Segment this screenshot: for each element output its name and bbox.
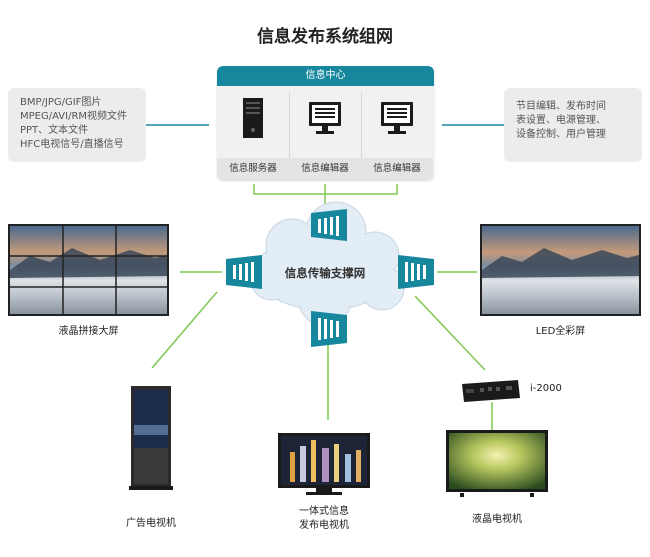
all-in-one-tv-label: 一体式信息 发布电视机 — [268, 505, 380, 533]
network-cloud-label: 信息传输支撑网 — [284, 266, 366, 280]
management-functions-box: 节目编辑、发布时间 表设置、电源管理、 设备控制、用户管理 — [504, 88, 642, 162]
source-format-line: HFC电视信号/直播信号 — [20, 139, 124, 150]
source-format-line: BMP/JPG/GIF图片 — [20, 97, 102, 108]
video-wall-screen — [8, 224, 169, 316]
monitor-icon — [309, 102, 341, 134]
info-center-panel: 信息中心 信息服务器 信息编辑器 — [217, 66, 434, 180]
page-title: 信息发布系统组网 — [257, 27, 393, 47]
transmitter-icon-bottom — [311, 311, 347, 347]
function-line: 表设置、电源管理、 — [516, 115, 606, 126]
function-line: 节目编辑、发布时间 — [516, 101, 606, 112]
transmitter-icon-left — [226, 255, 262, 289]
info-server-label: 信息服务器 — [217, 158, 289, 180]
video-wall-label: 液晶拼接大屏 — [58, 326, 119, 337]
all-in-one-tv-label-line2: 发布电视机 — [299, 520, 349, 531]
source-format-line: PPT、文本文件 — [20, 125, 89, 136]
info-editor: 信息编辑器 — [361, 86, 433, 180]
ad-kiosk-label: 广告电视机 — [126, 518, 176, 529]
transmitter-icon-right — [398, 255, 434, 289]
source-formats-box: BMP/JPG/GIF图片 MPEG/AVI/RM视频文件 PPT、文本文件 H… — [8, 88, 146, 162]
all-in-one-tv-label-line1: 一体式信息 — [299, 506, 349, 517]
function-line: 设备控制、用户管理 — [516, 129, 606, 140]
server-icon — [243, 98, 263, 138]
info-editor-label: 信息编辑器 — [289, 158, 361, 180]
media-player-label: i-2000 — [530, 383, 562, 394]
transmitter-icon-top — [311, 209, 347, 241]
info-center-header: 信息中心 — [217, 66, 434, 86]
led-screen-label: LED全彩屏 — [535, 326, 586, 337]
led-screen — [480, 224, 641, 316]
info-editor-label: 信息编辑器 — [361, 158, 433, 180]
video-wall-grid — [10, 226, 167, 314]
monitor-icon — [381, 102, 413, 134]
lcd-tv-label: 液晶电视机 — [472, 514, 522, 525]
source-format-line: MPEG/AVI/RM视频文件 — [20, 111, 128, 122]
info-editor: 信息编辑器 — [289, 86, 361, 180]
info-server: 信息服务器 — [217, 86, 289, 180]
